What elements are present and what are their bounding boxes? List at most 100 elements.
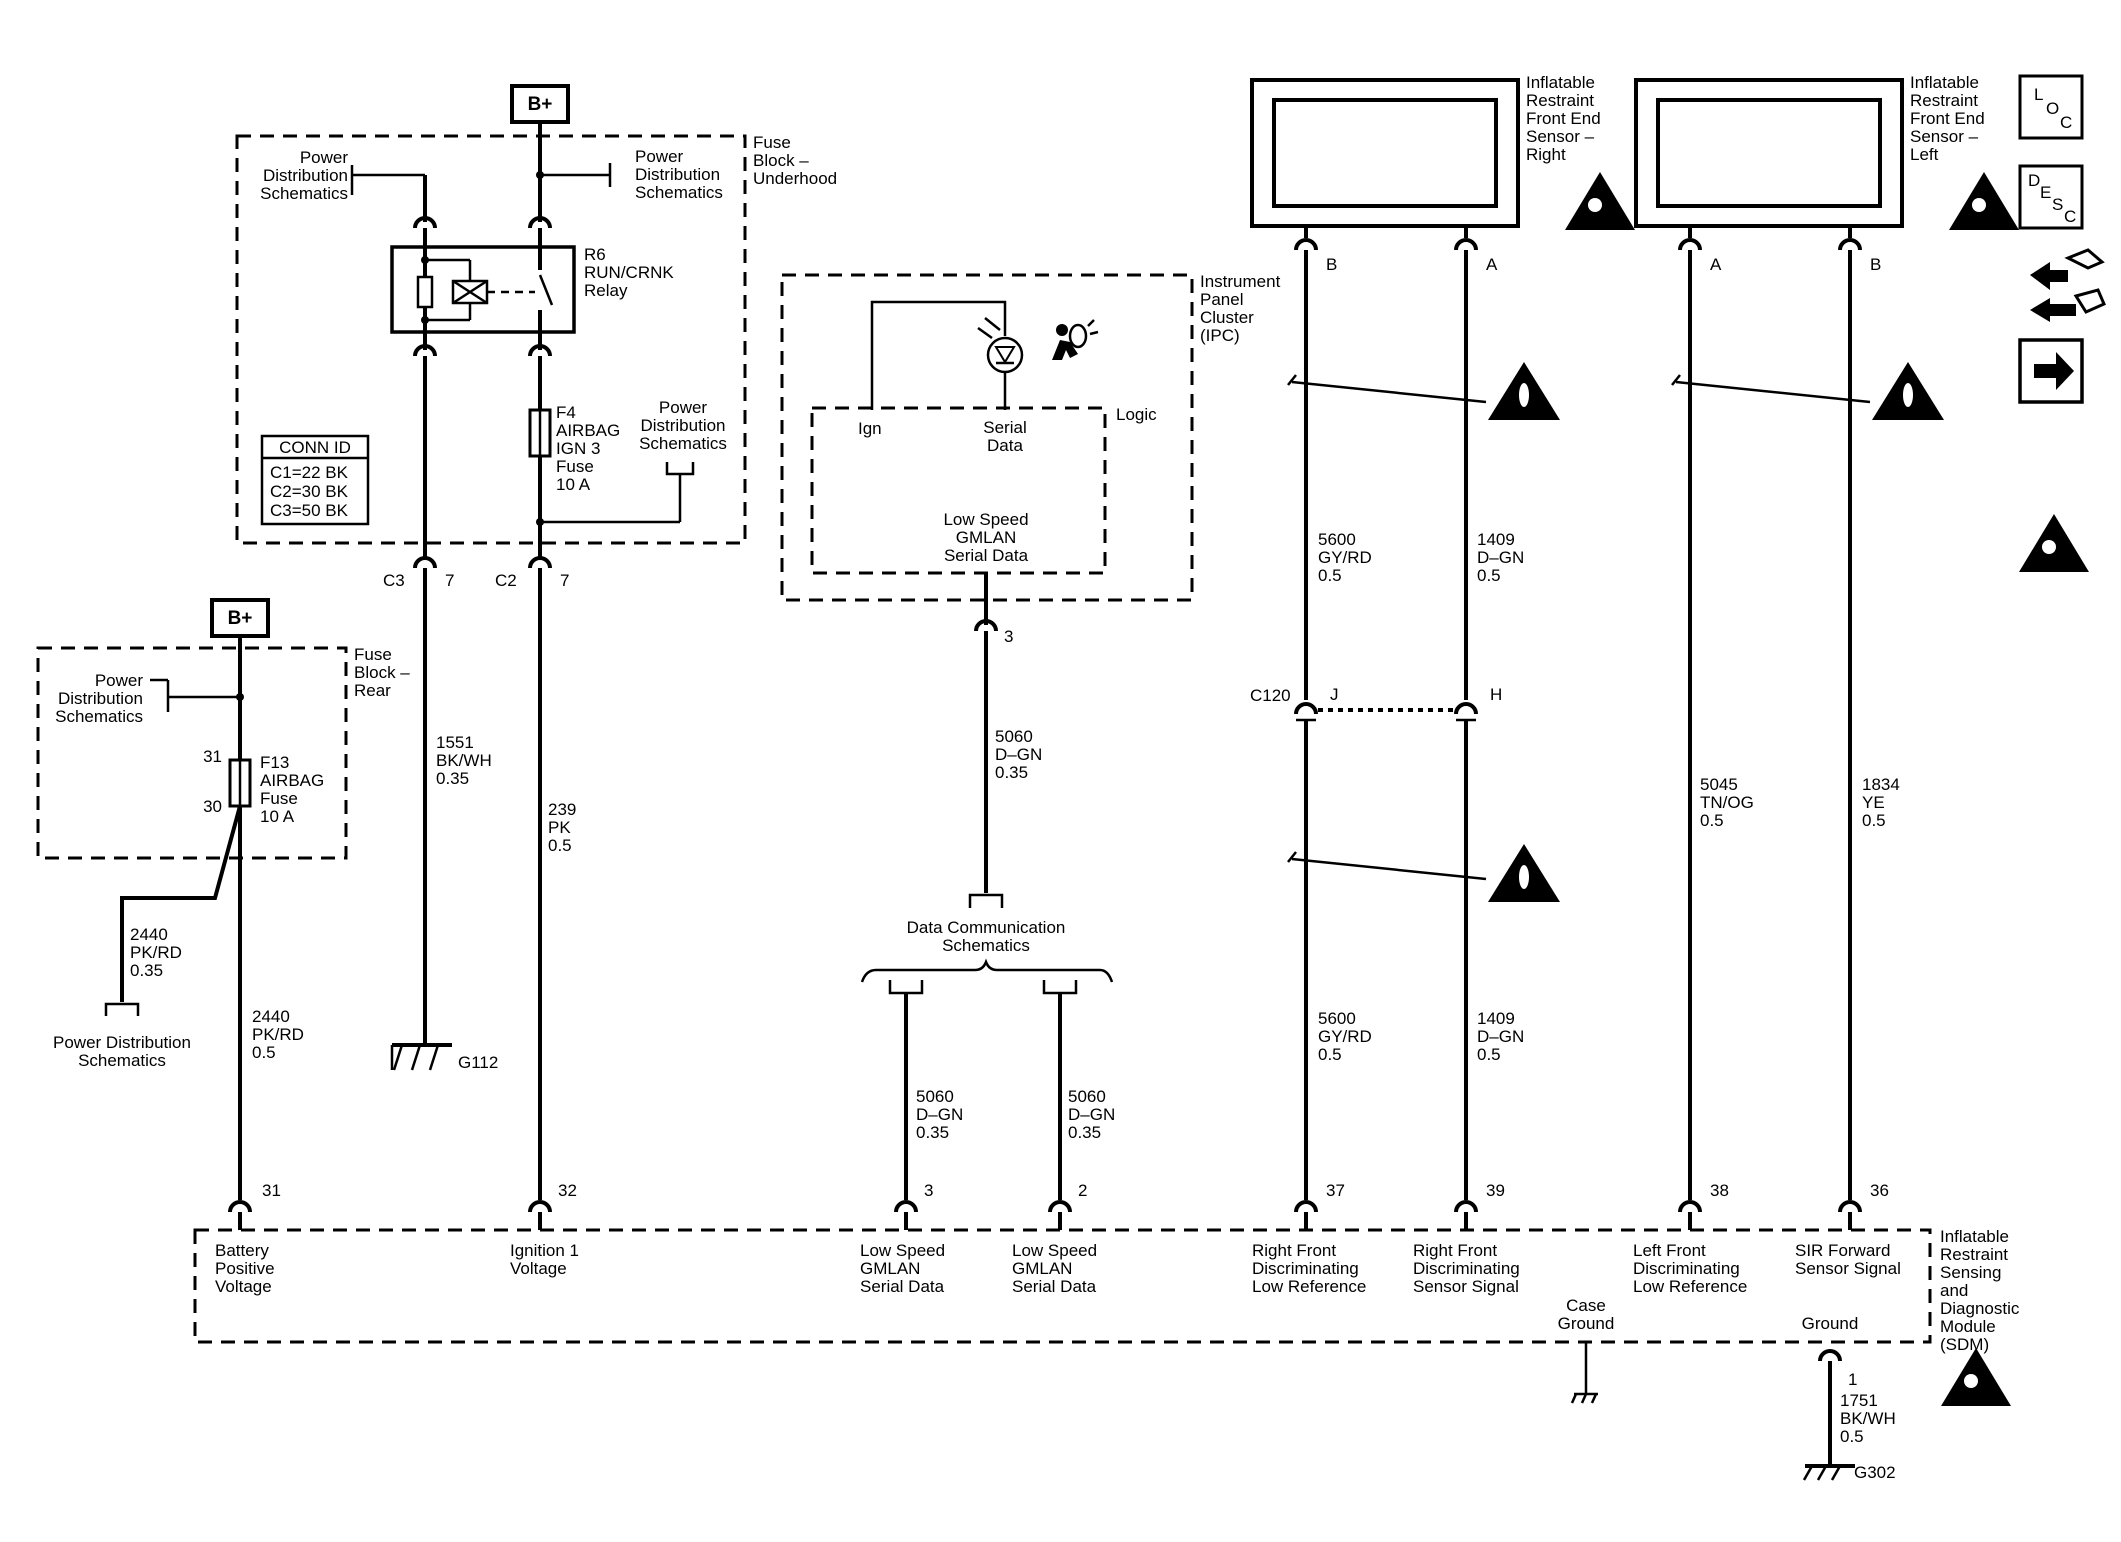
svg-text:and: and	[1940, 1281, 1968, 1300]
svg-text:Low Reference: Low Reference	[1633, 1277, 1747, 1296]
sdm-rf-sig-label: Right Front Discriminating Sensor Signal	[1413, 1241, 1520, 1296]
svg-text:C3=50 BK: C3=50 BK	[270, 501, 349, 520]
svg-text:Schematics: Schematics	[55, 707, 143, 726]
svg-text:Restraint: Restraint	[1940, 1245, 2008, 1264]
svg-text:0.35: 0.35	[436, 769, 469, 788]
sdm-lsgmlan2-label: Low Speed GMLAN Serial Data	[1012, 1241, 1097, 1296]
sdm-case-ground-label: Case Ground	[1558, 1296, 1615, 1333]
svg-text:SIR Forward: SIR Forward	[1795, 1241, 1890, 1260]
svg-text:GMLAN: GMLAN	[860, 1259, 920, 1278]
svg-text:Serial Data: Serial Data	[944, 546, 1029, 565]
svg-text:5060: 5060	[995, 727, 1033, 746]
svg-text:Discriminating: Discriminating	[1413, 1259, 1520, 1278]
loc-button-icon[interactable]: L O C	[2018, 74, 2084, 140]
svg-text:5060: 5060	[1068, 1087, 1106, 1106]
svg-text:2: 2	[1078, 1181, 1087, 1200]
logic-label: Logic	[1116, 405, 1157, 424]
wire-1751-label: 1751 BK/WH 0.5	[1840, 1391, 1896, 1446]
right-pin-a: A	[1486, 255, 1498, 274]
svg-text:E: E	[2040, 183, 2051, 202]
svg-text:Serial Data: Serial Data	[860, 1277, 945, 1296]
svg-text:0.35: 0.35	[995, 763, 1028, 782]
svg-text:Inflatable: Inflatable	[1526, 73, 1595, 92]
c2-label: C2	[495, 571, 517, 590]
desc-button-icon[interactable]: D E S C	[2018, 164, 2084, 230]
svg-text:Sensor –: Sensor –	[1910, 127, 1979, 146]
svg-text:S: S	[2052, 195, 2063, 214]
svg-text:D–GN: D–GN	[916, 1105, 963, 1124]
svg-text:0.5: 0.5	[1477, 566, 1501, 585]
connector-icon[interactable]	[2030, 248, 2106, 322]
wire-239-label: 239 PK 0.5	[548, 800, 576, 855]
svg-text:G302: G302	[1854, 1463, 1896, 1482]
forward-arrow-icon[interactable]	[2018, 338, 2084, 404]
left-pin-b: B	[1870, 255, 1881, 274]
svg-text:Restraint: Restraint	[1526, 91, 1594, 110]
svg-text:L: L	[2034, 85, 2043, 104]
svg-text:0.5: 0.5	[1840, 1427, 1864, 1446]
svg-text:PK: PK	[548, 818, 571, 837]
svg-text:Low Speed: Low Speed	[860, 1241, 945, 1260]
svg-text:Data Communication: Data Communication	[907, 918, 1066, 937]
case-ground-symbol	[1570, 1342, 1598, 1404]
svg-text:3: 3	[924, 1181, 933, 1200]
svg-text:Diagnostic: Diagnostic	[1940, 1299, 2020, 1318]
sdm-ignition-label: Ignition 1 Voltage	[510, 1241, 579, 1278]
sdm-pins: 31 32 3 2 37 39 38 36	[228, 1181, 1889, 1230]
svg-text:Right Front: Right Front	[1252, 1241, 1336, 1260]
sdm-lsgmlan1-label: Low Speed GMLAN Serial Data	[860, 1241, 945, 1296]
svg-text:Serial Data: Serial Data	[1012, 1277, 1097, 1296]
svg-text:5045: 5045	[1700, 775, 1738, 794]
svg-text:Rear: Rear	[354, 681, 391, 700]
ground-g112: G112	[390, 1043, 498, 1072]
pds-label-right: Power Distribution Schematics	[635, 147, 723, 202]
svg-text:0.5: 0.5	[1477, 1045, 1501, 1064]
fuse-block-rear: B+ Power Distribution Schematics Fuse Bl…	[36, 598, 410, 860]
low-speed-gmlan-label: Low Speed GMLAN Serial Data	[943, 510, 1028, 565]
svg-text:Sensor Signal: Sensor Signal	[1795, 1259, 1901, 1278]
svg-text:0.35: 0.35	[130, 961, 163, 980]
wire-5600-top-label: 5600 GY/RD 0.5	[1318, 530, 1372, 585]
svg-text:PK/RD: PK/RD	[130, 943, 182, 962]
sensor-left: Inflatable Restraint Front End Sensor – …	[1634, 73, 1985, 228]
svg-text:GY/RD: GY/RD	[1318, 548, 1372, 567]
svg-text:Power: Power	[659, 398, 708, 417]
svg-text:Sensor Signal: Sensor Signal	[1413, 1277, 1519, 1296]
svg-text:1409: 1409	[1477, 1009, 1515, 1028]
svg-text:5060: 5060	[916, 1087, 954, 1106]
svg-text:Sensing: Sensing	[1940, 1263, 2001, 1282]
svg-text:C120: C120	[1250, 686, 1291, 705]
svg-text:Discriminating: Discriminating	[1252, 1259, 1359, 1278]
svg-text:Schematics: Schematics	[635, 183, 723, 202]
svg-text:Distribution: Distribution	[640, 416, 725, 435]
svg-text:Right: Right	[1526, 145, 1566, 164]
wire-1409-bot-label: 1409 D–GN 0.5	[1477, 1009, 1524, 1064]
fuse-block-underhood: B+ Power Distribution Schematics Power D…	[235, 84, 837, 560]
svg-text:Ignition 1: Ignition 1	[510, 1241, 579, 1260]
svg-text:Instrument: Instrument	[1200, 272, 1281, 291]
pds-label-left: Power Distribution Schematics	[260, 148, 348, 203]
svg-text:PK/RD: PK/RD	[252, 1025, 304, 1044]
svg-text:Underhood: Underhood	[753, 169, 837, 188]
wire-5600-bot-label: 5600 GY/RD 0.5	[1318, 1009, 1372, 1064]
svg-text:YE: YE	[1862, 793, 1885, 812]
svg-text:39: 39	[1486, 1181, 1505, 1200]
svg-text:5600: 5600	[1318, 530, 1356, 549]
svg-text:Fuse: Fuse	[260, 789, 298, 808]
svg-text:10 A: 10 A	[556, 475, 591, 494]
svg-text:BK/WH: BK/WH	[436, 751, 492, 770]
svg-text:Low Reference: Low Reference	[1252, 1277, 1366, 1296]
svg-text:Distribution: Distribution	[635, 165, 720, 184]
wire-1409-top-label: 1409 D–GN 0.5	[1477, 530, 1524, 585]
sdm-battery-label: Battery Positive Voltage	[215, 1241, 275, 1296]
svg-text:Battery: Battery	[215, 1241, 269, 1260]
svg-text:D–GN: D–GN	[995, 745, 1042, 764]
svg-text:10 A: 10 A	[260, 807, 295, 826]
svg-text:R6: R6	[584, 245, 606, 264]
svg-text:5600: 5600	[1318, 1009, 1356, 1028]
svg-text:GMLAN: GMLAN	[956, 528, 1016, 547]
svg-text:Sensor –: Sensor –	[1526, 127, 1595, 146]
svg-text:CONN ID: CONN ID	[279, 438, 351, 457]
fuse-f4-label: F4 AIRBAG IGN 3 Fuse 10 A	[556, 403, 620, 494]
svg-text:Schematics: Schematics	[260, 184, 348, 203]
